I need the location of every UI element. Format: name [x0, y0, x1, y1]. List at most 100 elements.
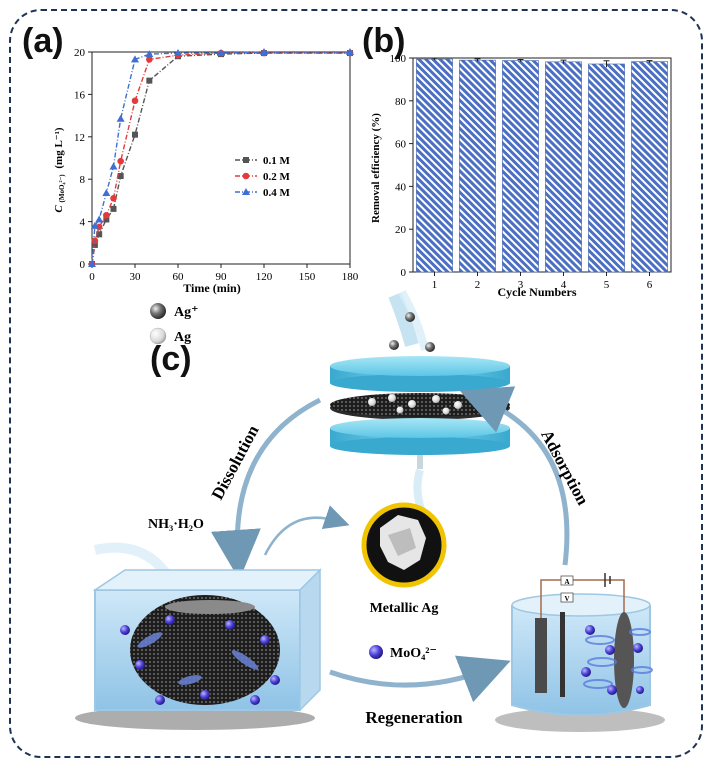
- chart-a-legend-marker: [242, 188, 250, 195]
- chart-b-bar: [631, 61, 668, 273]
- legend-ag-plus: Ag⁺: [174, 305, 199, 320]
- chart-a-point: [131, 55, 139, 63]
- chart-b-ytick-label: 60: [395, 139, 407, 151]
- chart-a-legend-label: 0.4 M: [263, 187, 291, 199]
- chart-a-ytick-label: 0: [80, 259, 86, 271]
- chart-b: 0 20 40 60 80 100 1 2 3 4 5 6 Cycle Numbers Remova…: [370, 53, 672, 299]
- chart-b-xtick-label: 2: [475, 279, 481, 291]
- chart-a-point: [260, 48, 268, 55]
- chart-b-bar: [416, 58, 453, 273]
- panel-label-c: (c): [150, 340, 192, 378]
- chart-a-ylabel: C (MoO₄²⁻) (mg L⁻¹): [53, 127, 67, 212]
- chart-a-point: [102, 188, 111, 196]
- chart-b-xtick-label: 5: [604, 279, 610, 291]
- chart-a-legend-marker: [243, 157, 249, 163]
- water-stream-icon: [388, 290, 435, 352]
- dissolution-tank-icon: [75, 568, 322, 730]
- meter-v-label: V: [564, 595, 569, 603]
- chart-a-xtick-label: 0: [89, 271, 95, 283]
- chart-b-ytick-label: 20: [395, 224, 407, 236]
- regeneration-arrow: [329, 655, 511, 703]
- chart-a-legend-label: 0.2 M: [263, 171, 291, 183]
- filter-stack-icon: [330, 356, 510, 514]
- chart-b-bar: [459, 59, 496, 273]
- chart-a-legend-marker: [242, 172, 250, 180]
- chart-a: 0 30 60 90 120 150 180 0 4 8 12 16 20 0.1 M 0.2 M 0.4 …: [53, 47, 359, 295]
- chart-b-xtick-label: 4: [561, 279, 567, 291]
- chart-a-ylabel-sub: (MoO₄²⁻): [58, 174, 66, 203]
- chart-a-point: [217, 49, 225, 57]
- chart-b-frame: [412, 57, 672, 273]
- electrochemical-cell-icon: A V: [495, 573, 665, 732]
- chart-a-xtick-label: 90: [216, 271, 228, 283]
- chart-b-bar: [588, 63, 625, 273]
- chart-a-point: [346, 48, 354, 55]
- label-regeneration: Regeneration: [365, 708, 463, 727]
- moo4-sphere-icon: [369, 645, 383, 659]
- chart-a-legend: 0.1 M 0.2 M 0.4 M: [235, 155, 291, 199]
- chart-b-xtick-label: 6: [647, 279, 653, 291]
- chart-b-bars: 1 2 3 4 5 6: [416, 57, 668, 291]
- ag-sphere-icon: [149, 327, 167, 345]
- chart-a-point: [117, 173, 124, 180]
- chart-b-ytick-label: 80: [395, 96, 407, 108]
- chart-b-xlabel: Cycle Numbers: [498, 285, 577, 299]
- chart-a-ytick-label: 8: [80, 174, 86, 186]
- to-metallic-ag-arrow: [263, 505, 350, 556]
- chart-a-point: [88, 260, 96, 267]
- label-metallic-ag: Metallic Ag: [370, 601, 439, 616]
- chart-a-ylabel-main: C: [53, 205, 65, 213]
- chart-a-ytick-label: 12: [74, 132, 85, 144]
- chart-a-xtick-label: 30: [130, 271, 142, 283]
- chart-a-point: [117, 157, 124, 165]
- chart-a-point: [96, 231, 103, 238]
- chart-b-xtick-label: 1: [432, 279, 438, 291]
- chart-a-ytick-label: 4: [80, 217, 86, 229]
- chart-a-point: [110, 205, 117, 212]
- chart-a-legend-label: 0.1 M: [263, 155, 291, 167]
- chart-a-xtick-label: 120: [256, 271, 273, 283]
- chart-b-axes: 0 20 40 60 80 100: [390, 53, 672, 279]
- metallic-ag-image: [361, 502, 447, 588]
- chart-a-xtick-label: 180: [342, 271, 359, 283]
- chart-b-bar: [545, 61, 582, 273]
- meter-a-label: A: [564, 578, 569, 586]
- chart-a-point: [110, 194, 117, 202]
- chart-a-ylabel-unit: (mg L⁻¹): [53, 127, 65, 169]
- chart-a-point: [146, 56, 153, 63]
- panel-label-b: (b): [362, 22, 406, 60]
- chart-b-ylabel: Removal efficiency (%): [370, 113, 382, 223]
- dissolution-arrow: [210, 397, 322, 580]
- chart-a-point: [116, 114, 125, 122]
- chart-b-ytick-label: 100: [390, 53, 407, 65]
- chart-a-point: [132, 131, 138, 138]
- chart-a-series: [88, 48, 354, 268]
- chart-a-ytick-label: 16: [74, 89, 86, 101]
- chart-a-point: [90, 221, 99, 229]
- chart-b-xtick-label: 3: [518, 279, 524, 291]
- chart-a-point: [109, 162, 118, 170]
- chart-b-ytick-label: 40: [395, 181, 407, 193]
- chart-a-point: [95, 215, 104, 223]
- label-nh3: NH₃·H₂O: [148, 517, 204, 532]
- chart-b-ytick-label: 0: [401, 267, 407, 279]
- svg-text:C (MoO₄²⁻) (mg L⁻¹: C (MoO₄²⁻) (mg L⁻¹): [53, 127, 67, 212]
- dashed-frame: [9, 9, 703, 758]
- chart-a-xlabel: Time (min): [183, 281, 240, 295]
- chart-a-point: [103, 216, 110, 223]
- chart-a-xtick-label: 150: [299, 271, 316, 283]
- panel-label-a: (a): [22, 22, 64, 60]
- chart-a-point: [174, 49, 182, 57]
- vapor-icon: [93, 542, 169, 576]
- chart-a-xtick-label: 60: [173, 271, 185, 283]
- ag-plus-sphere-icon: [150, 303, 166, 319]
- label-moo4: MoO₄²⁻: [390, 646, 437, 661]
- chart-a-ytick-label: 20: [74, 47, 86, 59]
- chart-a-point: [145, 50, 154, 58]
- legend-ag: Ag: [174, 330, 191, 345]
- chart-b-bar: [502, 60, 539, 273]
- adsorption-arrow: [459, 386, 570, 566]
- chart-a-point: [103, 211, 110, 219]
- chart-a-point: [131, 97, 139, 105]
